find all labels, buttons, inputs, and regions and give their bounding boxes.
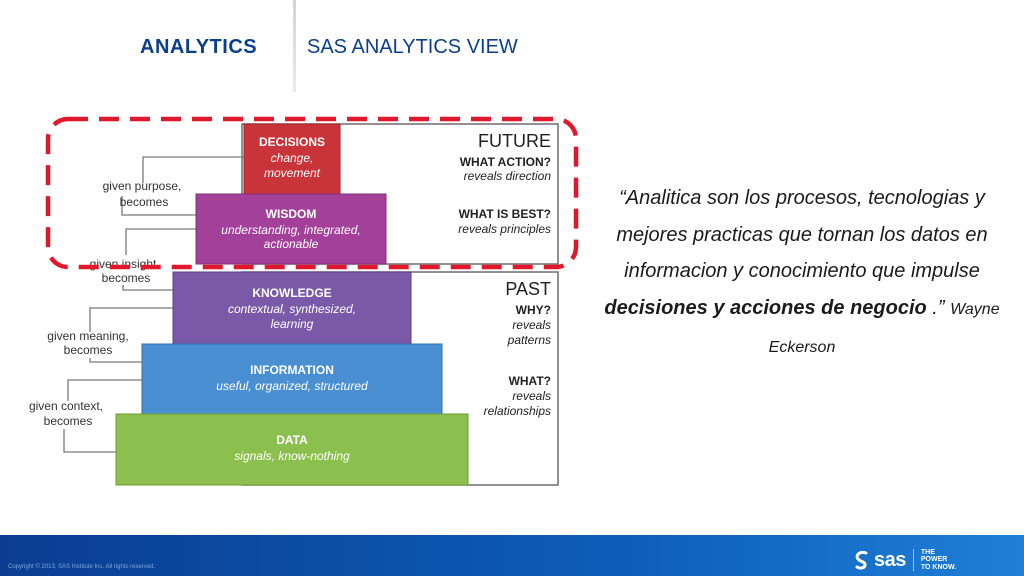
future-question-2: WHAT IS BEST? bbox=[459, 207, 551, 221]
connector-return-meaning bbox=[89, 358, 142, 363]
future-answer-1: reveals direction bbox=[464, 169, 552, 183]
level-decisions-title: DECISIONS bbox=[259, 135, 325, 149]
connector-label-context-line1: given context, bbox=[29, 399, 103, 413]
past-answer-2-line2: relationships bbox=[484, 404, 551, 418]
page-title: SAS ANALYTICS VIEW bbox=[307, 36, 518, 58]
future-question-1: WHAT ACTION? bbox=[460, 155, 551, 169]
connector-return-insight bbox=[122, 285, 173, 291]
level-decisions bbox=[243, 123, 341, 195]
connector-line-context bbox=[67, 379, 142, 401]
sas-swirl-icon bbox=[855, 551, 868, 570]
quote-close: .” bbox=[926, 296, 945, 319]
connector-label-insight-line2: becomes bbox=[102, 271, 151, 285]
header-divider bbox=[293, 0, 296, 92]
level-knowledge-sub2: learning bbox=[271, 317, 314, 331]
level-data-sub1: signals, know-nothing bbox=[234, 449, 350, 463]
level-wisdom bbox=[195, 193, 387, 265]
level-data-title: DATA bbox=[276, 433, 308, 447]
connector-label-meaning-line2: becomes bbox=[64, 343, 113, 357]
level-information-title: INFORMATION bbox=[250, 363, 334, 377]
level-knowledge bbox=[172, 271, 412, 345]
connector-lines bbox=[63, 156, 244, 453]
footer-bar: Copyright © 2013, SAS Institute Inc. All… bbox=[0, 535, 1024, 576]
connector-label-purpose-line2: becomes bbox=[120, 195, 169, 209]
sas-logo: sas THE POWER TO KNOW. bbox=[852, 549, 956, 571]
past-answer-1-line2: patterns bbox=[507, 333, 551, 347]
level-wisdom-title: WISDOM bbox=[266, 207, 317, 221]
past-label: PAST bbox=[505, 279, 551, 299]
level-wisdom-sub1: understanding, integrated, bbox=[221, 223, 360, 237]
logo-separator bbox=[912, 549, 914, 571]
past-answer-2-line1: reveals bbox=[512, 389, 551, 403]
connector-label-meaning-line1: given meaning, bbox=[47, 329, 128, 343]
connector-label-purpose-line1: given purpose, bbox=[103, 179, 182, 193]
level-decisions-sub2: movement bbox=[264, 166, 321, 180]
past-question-2: WHAT? bbox=[509, 374, 551, 388]
level-information-sub1: useful, organized, structured bbox=[216, 379, 368, 393]
connector-line-meaning bbox=[89, 307, 173, 332]
level-information bbox=[141, 343, 443, 415]
eckerson-quote: “Analitica son los procesos, tecnologias… bbox=[592, 180, 1012, 367]
tagline-line-2: POWER bbox=[920, 556, 948, 564]
connector-return-context bbox=[63, 429, 116, 453]
level-knowledge-title: KNOWLEDGE bbox=[252, 286, 331, 300]
connector-line-insight bbox=[125, 228, 196, 255]
level-decisions-sub1: change, bbox=[271, 151, 314, 165]
connector-return-purpose bbox=[121, 196, 196, 216]
copyright-text: Copyright © 2013, SAS Institute Inc. All… bbox=[8, 564, 156, 570]
tagline-line-3: TO KNOW. bbox=[920, 563, 957, 571]
sas-tagline: THE POWER TO KNOW. bbox=[921, 549, 956, 572]
connector-label-context-line2: becomes bbox=[44, 414, 93, 428]
past-answer-1-line1: reveals bbox=[512, 318, 551, 332]
quote-text: “Analitica son los procesos, tecnologias… bbox=[616, 187, 988, 282]
quote-author: Wayne Eckerson bbox=[768, 300, 1000, 357]
level-wisdom-sub2: actionable bbox=[264, 237, 319, 251]
brand-label: ANALYTICS bbox=[140, 36, 258, 58]
future-label: FUTURE bbox=[478, 131, 551, 151]
tagline-line-1: THE bbox=[920, 548, 935, 556]
level-data bbox=[115, 413, 469, 486]
quote-emphasis: decisiones y acciones de negocio bbox=[604, 296, 927, 319]
level-knowledge-sub1: contextual, synthesized, bbox=[228, 302, 356, 316]
sas-logo-text: sas bbox=[874, 548, 906, 571]
past-question-1: WHY? bbox=[516, 303, 551, 317]
dikw-pyramid-diagram: DECISIONS change, movement WISDOM unders… bbox=[29, 116, 579, 486]
connector-line-purpose bbox=[142, 156, 244, 183]
future-answer-2: reveals principles bbox=[458, 222, 551, 236]
connector-label-insight-line1: given insight bbox=[90, 257, 157, 271]
future-highlight-outline bbox=[45, 116, 579, 270]
